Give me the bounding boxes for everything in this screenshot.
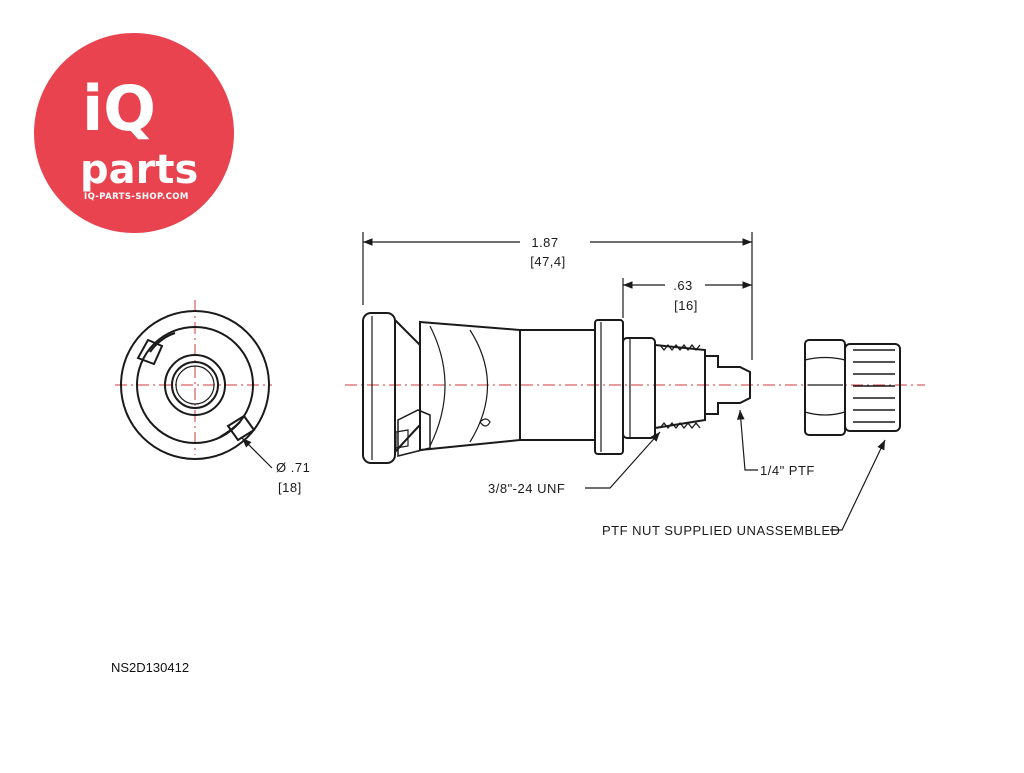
diameter-mm: [18] [278, 480, 302, 495]
nut-note: PTF NUT SUPPLIED UNASSEMBLED [602, 523, 840, 538]
logo-line2: parts [80, 147, 198, 193]
ptf-nut [804, 339, 901, 436]
part-number: NS2D130412 [111, 660, 190, 675]
logo-circle [34, 33, 234, 233]
overall-length-mm: [47,4] [530, 254, 566, 269]
thread-callout: 3/8"-24 UNF [488, 481, 565, 496]
coupling-body [362, 312, 624, 464]
threaded-stem [622, 337, 751, 439]
logo-line1: iQ [82, 72, 156, 145]
iq-parts-logo: iQ parts IQ-PARTS-SHOP.COM [34, 33, 234, 233]
stem-length: .63 [673, 278, 693, 293]
center-line [115, 300, 925, 455]
diameter: Ø .71 [276, 460, 310, 475]
logo-url: IQ-PARTS-SHOP.COM [84, 192, 189, 202]
dimension-lines [241, 232, 886, 531]
ptf-callout: 1/4" PTF [760, 463, 815, 478]
stem-length-mm: [16] [674, 298, 698, 313]
end-view [120, 310, 270, 460]
overall-length: 1.87 [531, 235, 558, 250]
